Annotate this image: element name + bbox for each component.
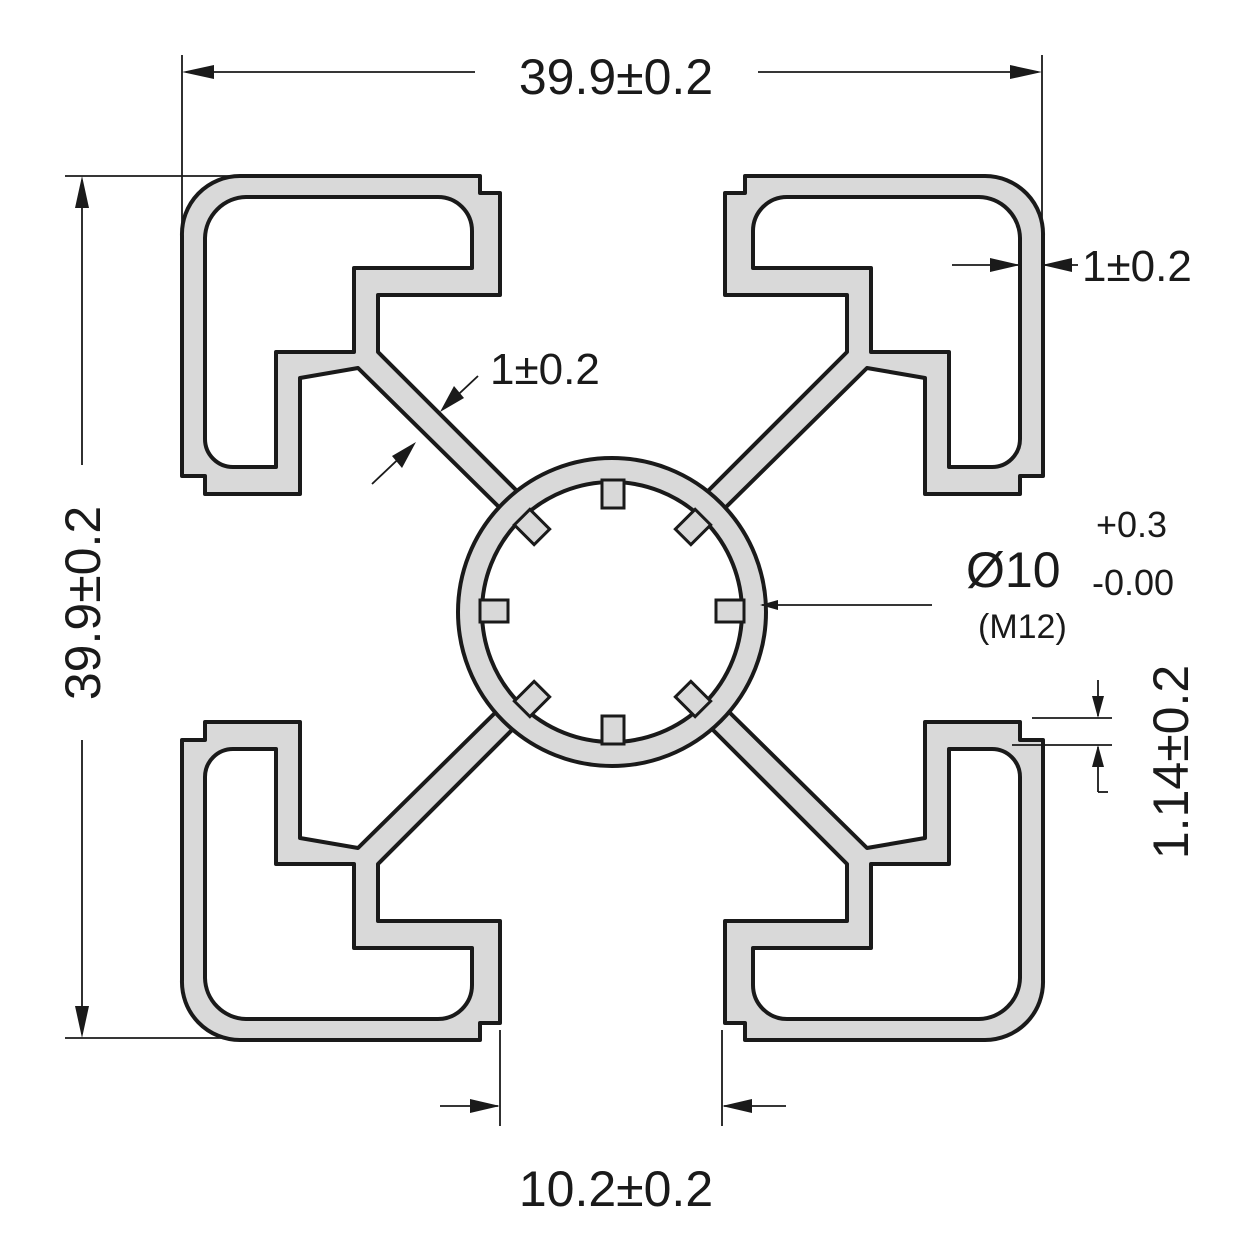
bore-key-bottom <box>600 714 626 746</box>
arrow-lip-bottom <box>1092 745 1104 767</box>
arrow-wall-right-in <box>990 258 1020 272</box>
dim-bore-tol-plus: +0.3 <box>1096 504 1167 545</box>
bore-key-tl <box>512 507 552 547</box>
bore-keys <box>478 478 746 746</box>
arrow-web-a <box>440 386 464 412</box>
bore-key-bl <box>512 679 552 719</box>
arrow-bore <box>760 600 778 610</box>
bore-key-tr <box>673 507 713 547</box>
dim-bore-thread: (M12) <box>978 608 1067 646</box>
dim-width-label: 39.9±0.2 <box>519 49 713 105</box>
quadrant-bottom-left <box>179 703 522 1042</box>
chamber-br <box>751 747 1022 1021</box>
bore-key-br <box>673 679 713 719</box>
bore-key-right <box>714 598 746 624</box>
arrow-lip-top <box>1092 696 1104 718</box>
quadrant-top-right <box>703 174 1046 513</box>
arrow-slot-left <box>470 1099 500 1113</box>
dim-bore-tol-minus: -0.00 <box>1092 562 1174 603</box>
chamber-bl <box>203 747 474 1021</box>
arrow-left-top <box>75 176 89 208</box>
aluminium-profile <box>179 174 1046 1042</box>
quadrant-bottom-right <box>703 703 1046 1042</box>
dim-web-label: 1±0.2 <box>490 345 600 394</box>
chamber-tl <box>203 195 474 469</box>
dimension-labels: 39.9±0.2 39.9±0.2 1±0.2 1±0.2 Ø10 +0.3 -… <box>55 49 1199 1217</box>
bore-key-left <box>478 598 510 624</box>
arrow-web-b <box>392 442 416 468</box>
dim-height-label: 39.9±0.2 <box>55 506 111 700</box>
arrow-top-right <box>1010 65 1042 79</box>
arrow-wall-right-out <box>1042 258 1072 272</box>
dimension-lines <box>65 55 1112 1126</box>
quadrant-top-left <box>179 174 522 513</box>
arrow-left-bottom <box>75 1006 89 1038</box>
center-hub <box>456 456 768 768</box>
dim-lip-label: 1.14±0.2 <box>1143 665 1199 859</box>
bore-key-top <box>600 478 626 510</box>
dim-slot-label: 10.2±0.2 <box>519 1161 713 1217</box>
dim-bore-symbol: Ø10 <box>966 542 1061 598</box>
arrow-slot-right <box>722 1099 752 1113</box>
dim-wall-right-label: 1±0.2 <box>1082 242 1192 291</box>
arrow-top-left <box>182 65 214 79</box>
